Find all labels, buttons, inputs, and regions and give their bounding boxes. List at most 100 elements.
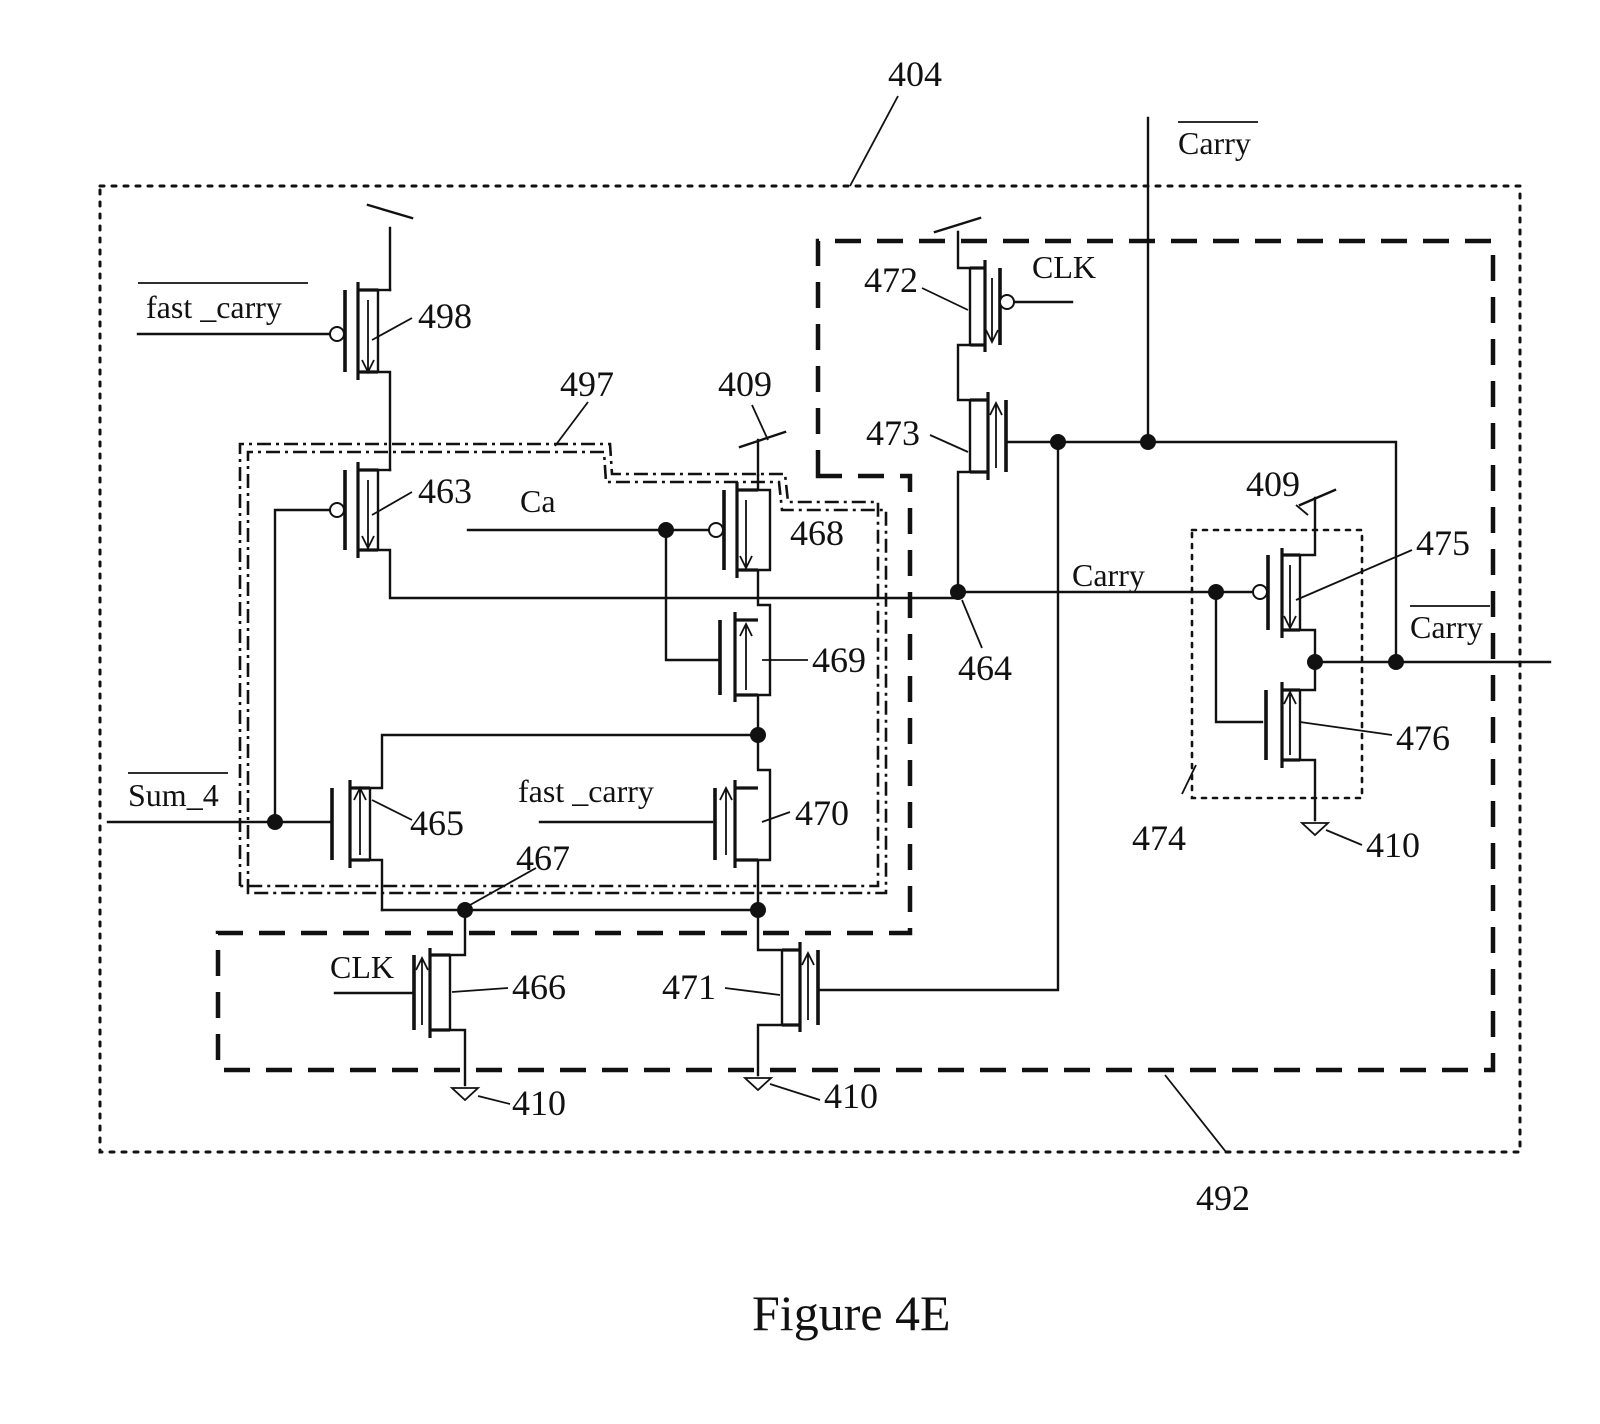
leader-line — [451, 987, 509, 993]
label-471: 471 — [662, 967, 716, 1007]
outer-dotted-box-404 — [98, 184, 1522, 1154]
transistor-472 — [970, 260, 1015, 352]
transistor-463 — [329, 462, 378, 558]
leader-line — [1295, 549, 1413, 601]
signal-fast-carry-bar: fast _carry — [146, 289, 282, 325]
label-472: 472 — [864, 260, 918, 300]
leader-line — [1181, 764, 1197, 795]
label-463: 463 — [418, 471, 472, 511]
label-492: 492 — [1196, 1178, 1250, 1218]
figure-caption: Figure 4E — [752, 1285, 951, 1341]
wire — [756, 733, 772, 912]
dashdot-box-497 — [238, 442, 880, 888]
label-468: 468 — [790, 513, 844, 553]
dashdot-box-497-inner — [246, 450, 888, 895]
junction-dot — [1050, 434, 1066, 450]
label-410-a: 410 — [512, 1083, 566, 1123]
label-467: 467 — [516, 838, 570, 878]
transistor-498 — [329, 282, 378, 380]
wire — [664, 528, 720, 662]
leader-line — [1325, 829, 1363, 846]
ground-symbol — [449, 1087, 481, 1102]
leader-line — [961, 599, 983, 649]
leader-line — [1164, 1074, 1227, 1153]
vdd-stub-409 — [1298, 488, 1337, 507]
leader-line — [371, 491, 413, 516]
leader-line — [849, 95, 899, 187]
transistor-471 — [782, 942, 820, 1032]
label-410-b: 410 — [824, 1076, 878, 1116]
wire — [273, 508, 335, 824]
vdd-stub-409 — [738, 430, 787, 449]
wire — [956, 230, 972, 600]
junction-dot — [658, 522, 674, 538]
dotted-box-474 — [1190, 528, 1364, 800]
leader-line — [1295, 504, 1309, 516]
signal-ca: Ca — [520, 483, 556, 519]
leader-line — [724, 987, 781, 996]
wire — [1214, 590, 1264, 724]
label-498: 498 — [418, 296, 472, 336]
junction-dot — [457, 902, 473, 918]
transistor-469 — [718, 612, 758, 702]
signal-clk-bottom: CLK — [330, 949, 394, 985]
leader-line — [761, 811, 791, 823]
transistor-476 — [1264, 682, 1300, 768]
junction-dot — [750, 902, 766, 918]
label-409-b: 409 — [1246, 464, 1300, 504]
label-469: 469 — [812, 640, 866, 680]
ground-symbol — [1299, 822, 1331, 837]
label-466: 466 — [512, 967, 566, 1007]
label-404: 404 — [888, 54, 942, 94]
signal-fast-carry: fast _carry — [518, 773, 654, 809]
junction-dot — [267, 814, 283, 830]
transistor-473 — [970, 392, 1008, 480]
wire — [1006, 440, 1398, 664]
wire — [756, 473, 772, 737]
leader-line — [469, 867, 537, 906]
wire — [376, 288, 392, 472]
label-497: 497 — [560, 364, 614, 404]
wire — [818, 440, 1060, 992]
wire — [756, 908, 784, 1077]
label-464: 464 — [958, 648, 1012, 688]
vdd-stub — [933, 216, 982, 234]
junction-dot — [1208, 584, 1224, 600]
leader-line — [751, 404, 769, 441]
transistor-470 — [713, 780, 758, 868]
label-473: 473 — [866, 413, 920, 453]
signal-carry-out-bar: Carry — [1410, 609, 1483, 645]
junction-dot — [1140, 434, 1156, 450]
wire — [448, 908, 467, 1087]
signal-clk-top: CLK — [1032, 249, 1096, 285]
leader-line — [477, 1095, 511, 1105]
label-474: 474 — [1132, 818, 1186, 858]
transistor-465 — [330, 780, 370, 868]
label-470: 470 — [795, 793, 849, 833]
label-465: 465 — [410, 803, 464, 843]
wire — [376, 468, 962, 600]
junction-dot — [950, 584, 966, 600]
ground-symbol — [742, 1077, 774, 1092]
leader-line — [769, 1083, 821, 1101]
junction-dot — [1388, 654, 1404, 670]
signal-carry-top-bar: Carry — [1178, 125, 1251, 161]
leader-line — [929, 434, 969, 453]
transistor-468 — [708, 482, 758, 578]
signal-carry-mid: Carry — [1072, 557, 1145, 593]
vdd-stub — [366, 203, 414, 220]
transistor-475 — [1252, 548, 1300, 638]
label-409-a: 409 — [718, 364, 772, 404]
leader-line — [371, 317, 413, 341]
leader-line — [554, 401, 589, 447]
leader-line — [371, 799, 413, 821]
junction-dot — [750, 727, 766, 743]
junction-dot — [1307, 654, 1323, 670]
signal-sum-4-bar: Sum_4 — [128, 777, 219, 813]
label-410-c: 410 — [1366, 825, 1420, 865]
leader-line — [1299, 721, 1393, 736]
transistor-466 — [412, 948, 450, 1038]
label-475: 475 — [1416, 523, 1470, 563]
